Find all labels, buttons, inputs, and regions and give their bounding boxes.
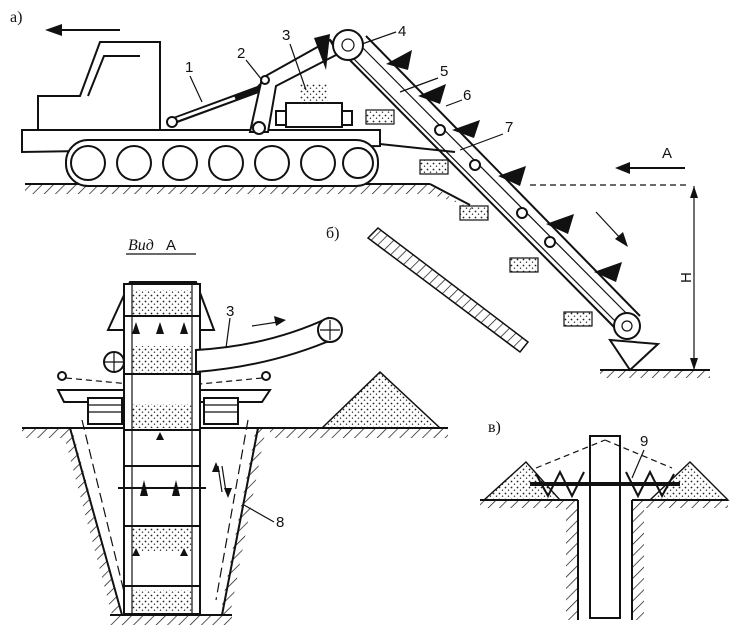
sub-label-b: б) [326,225,339,242]
callout-5: 5 [440,63,448,80]
view-arrow-letter: А [662,145,672,162]
callouts-a: 1 2 3 4 5 6 7 [185,23,513,151]
spoil-pile-left [482,461,562,501]
bucket-ladder-section-v [589,435,621,619]
bucket-ladder [314,29,661,372]
view-label-letter: А [166,237,176,254]
bucket-chain-front [118,283,206,615]
callout-3: 3 [282,27,290,44]
trench-wall-section-b [366,227,530,354]
digging-direction-arrow [595,211,628,247]
cab [37,41,161,131]
callout-2: 2 [237,45,245,62]
depth-dimension: Н [678,186,698,370]
callout-4: 4 [398,23,406,40]
screw-auger [530,439,680,499]
chain-motion-arrows [212,462,232,498]
sub-label-a: а) [10,9,22,26]
callout-6: 6 [463,87,471,104]
transverse-conveyor [275,84,353,128]
callout-8: 8 [276,514,284,531]
callout-1: 1 [185,59,193,76]
direction-arrow-left [45,24,120,36]
trench-bottom [600,369,710,378]
view-label-prefix: Вид [128,237,154,254]
crawler-track [65,139,379,187]
trench-cross-section [62,419,266,625]
sub-label-v: в) [488,419,501,436]
view-arrow-a: А [615,145,685,174]
callout-7: 7 [505,119,513,136]
callout-9: 9 [640,433,648,450]
dimension-label: Н [678,272,695,283]
callout-3-view-a: 3 [226,303,234,320]
hydraulic-cylinder [166,83,267,128]
side-conveyor-view-a [195,316,343,374]
spoil-pile [320,370,442,429]
ground-surface-a [25,183,690,210]
